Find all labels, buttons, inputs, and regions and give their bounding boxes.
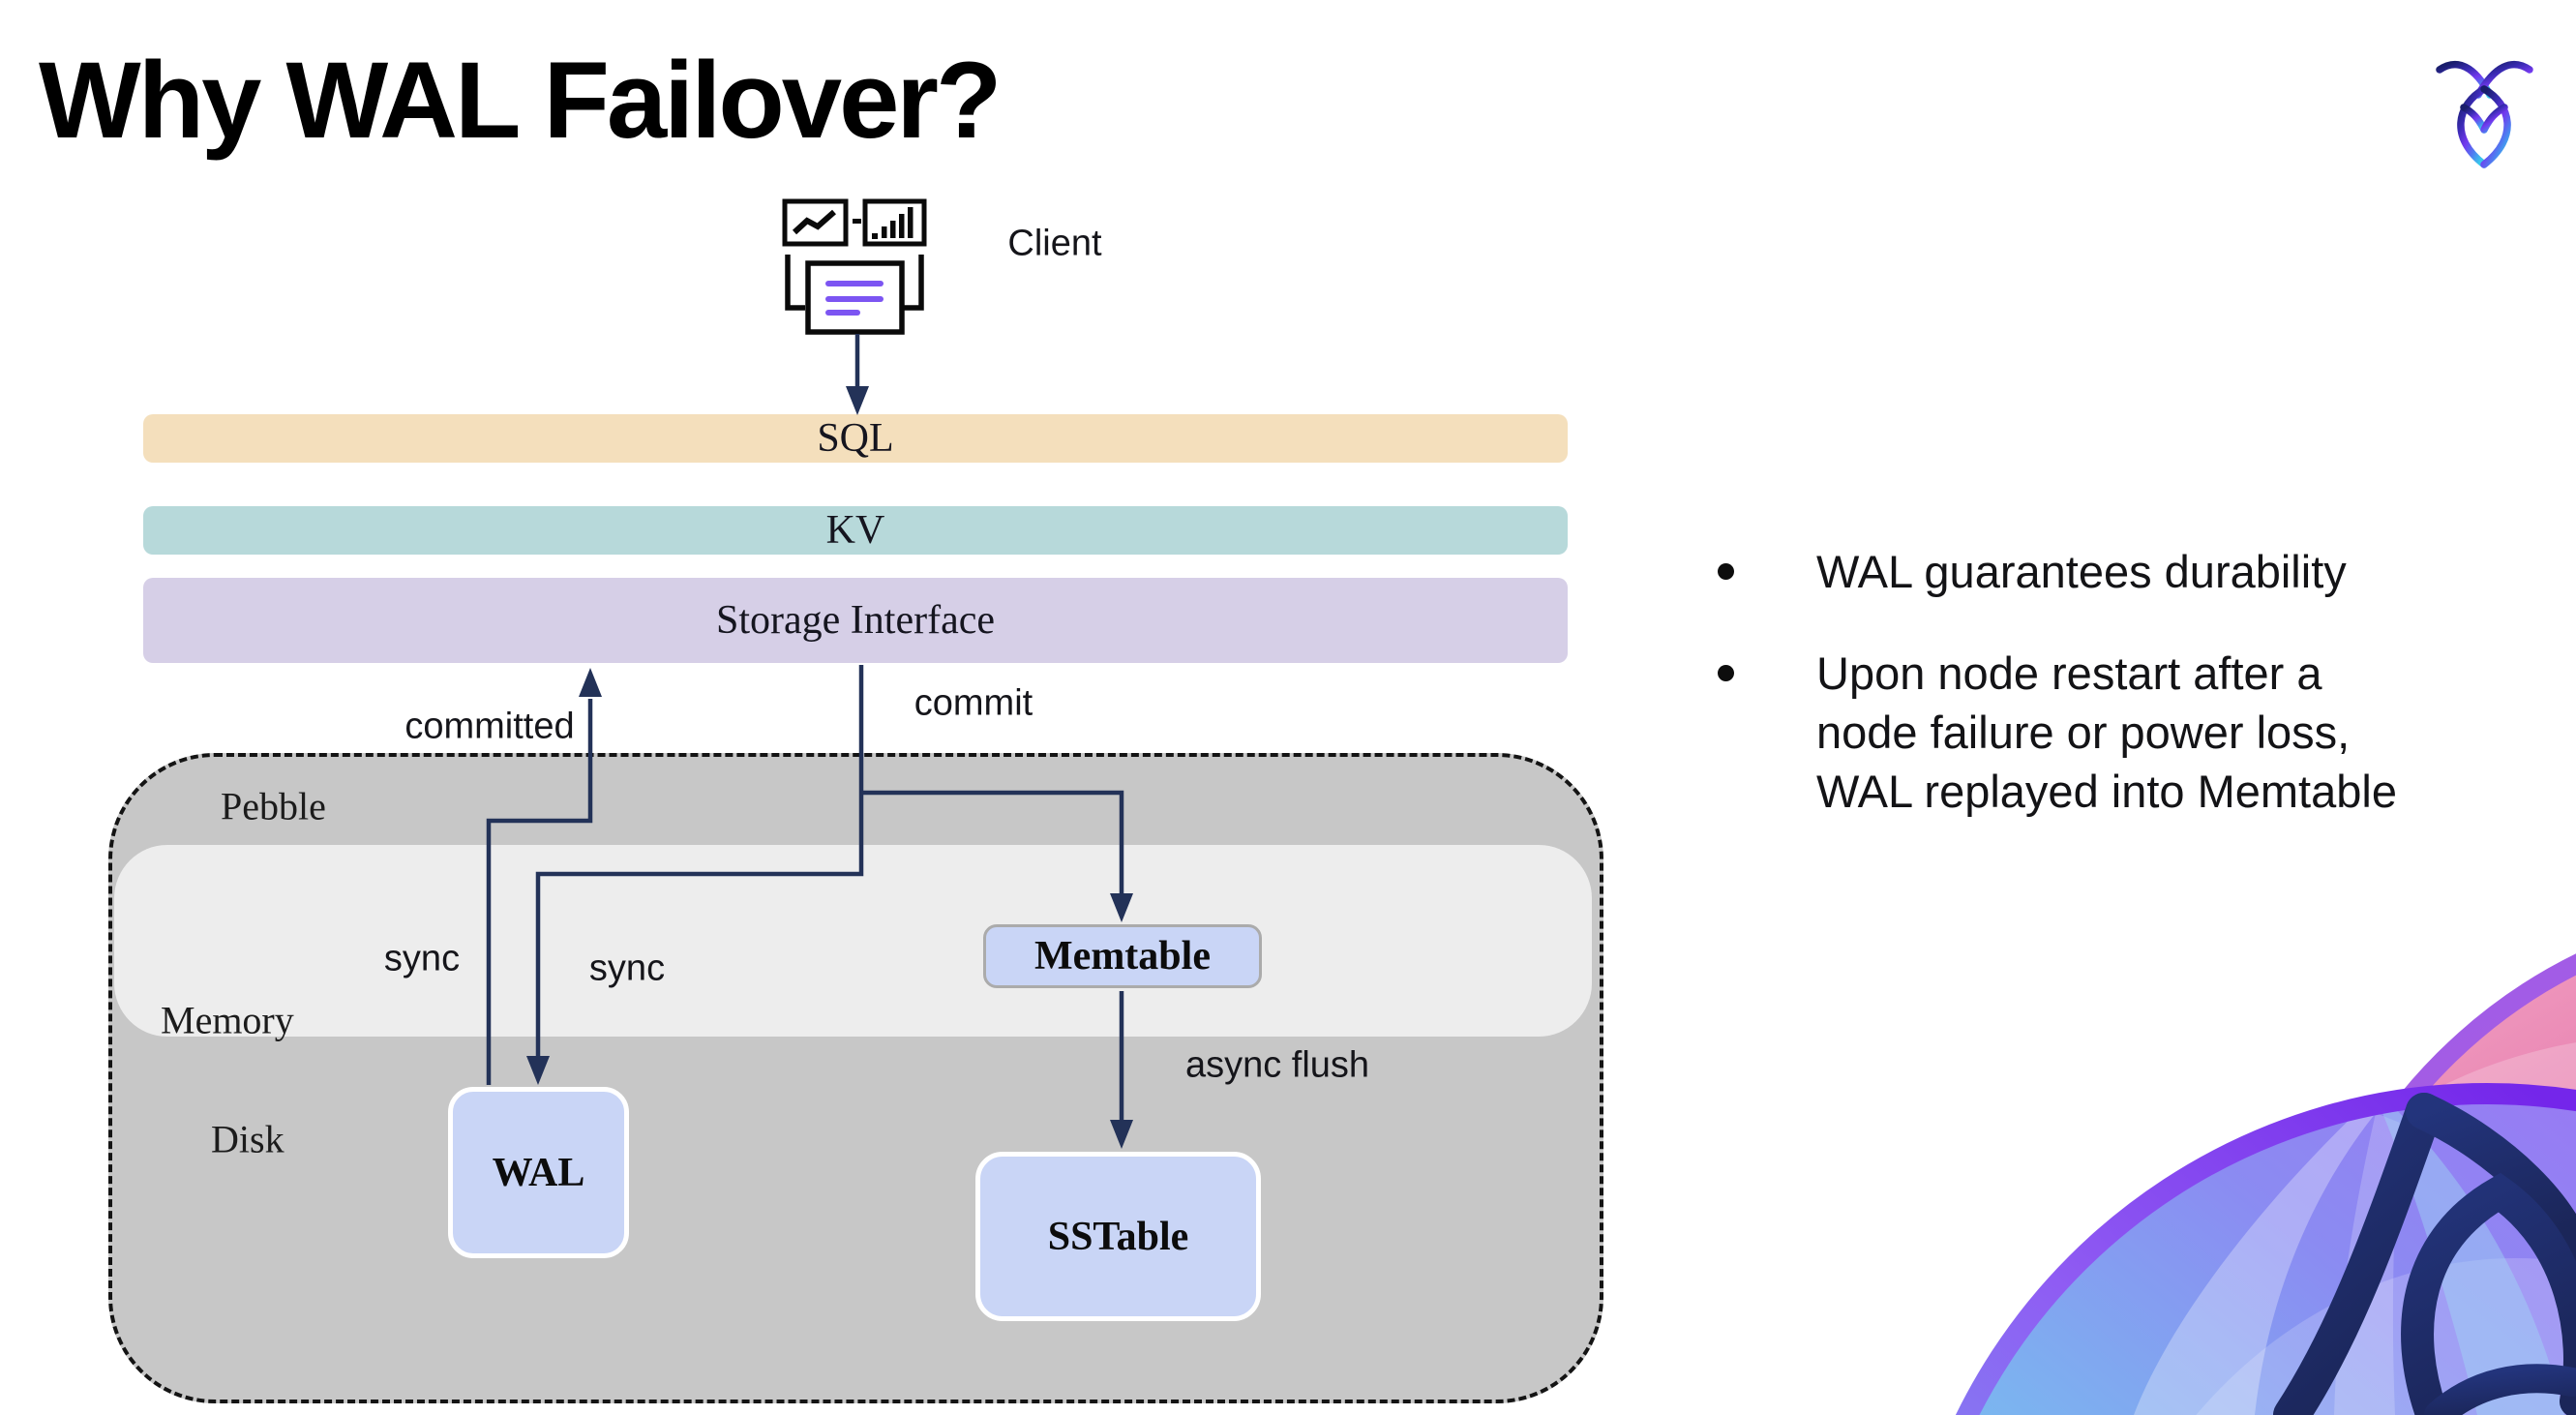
bullet-item: WAL guarantees durability [1816,542,2347,601]
bullet-dot [1718,665,1734,681]
art-navy-veins [2273,1093,2576,1415]
bullet-line: WAL replayed into Memtable [1816,766,2397,817]
node-sstable: SSTable [975,1152,1261,1321]
layer-bar-storage-interface: Storage Interface [143,578,1568,663]
layer-bar-sql: SQL [143,414,1568,463]
memory-band [114,845,1592,1037]
committed-arrowhead [579,668,602,697]
slide-title: Why WAL Failover? [39,40,1002,161]
node-sstable-label: SSTable [1047,1214,1189,1259]
node-memtable: Memtable [983,924,1262,988]
layer-bar-sql-label: SQL [817,416,894,461]
bullet-line: WAL guarantees durability [1816,546,2347,597]
corner-artwork-graphic [1956,953,2576,1415]
memory-label: Memory [161,998,294,1042]
pebble-label: Pebble [221,784,326,828]
line-chart-icon [782,198,849,247]
layer-bar-kv-label: KV [825,508,885,553]
dash-glyph [853,219,861,224]
edge-label-commit: commit [914,682,1033,724]
bullet-line: Upon node restart after a [1816,647,2322,699]
right-bracket-glyph [904,255,924,311]
edge-label-committed: committed [404,706,575,747]
edge-label-sync-up: sync [383,938,461,979]
node-wal-label: WAL [492,1150,585,1195]
edge-label-sync-down: sync [588,948,666,989]
left-bracket-glyph [785,255,805,311]
client-label: Client [1007,223,1102,264]
client-dashboard-icon [782,198,927,335]
node-wal: WAL [448,1087,629,1258]
client-arrowhead [846,386,869,415]
edge-label-async-flush: async flush [1184,1044,1370,1086]
bullet-item: Upon node restart after a node failure o… [1816,644,2397,821]
layer-bar-kv: KV [143,506,1568,555]
disk-label: Disk [211,1117,285,1161]
cockroachdb-logo-icon [2436,60,2533,168]
layer-bar-storage-interface-label: Storage Interface [716,598,995,643]
bullet-line: node failure or power loss, [1816,707,2351,758]
bullet-dot [1718,563,1734,580]
node-memtable-label: Memtable [1034,934,1211,978]
